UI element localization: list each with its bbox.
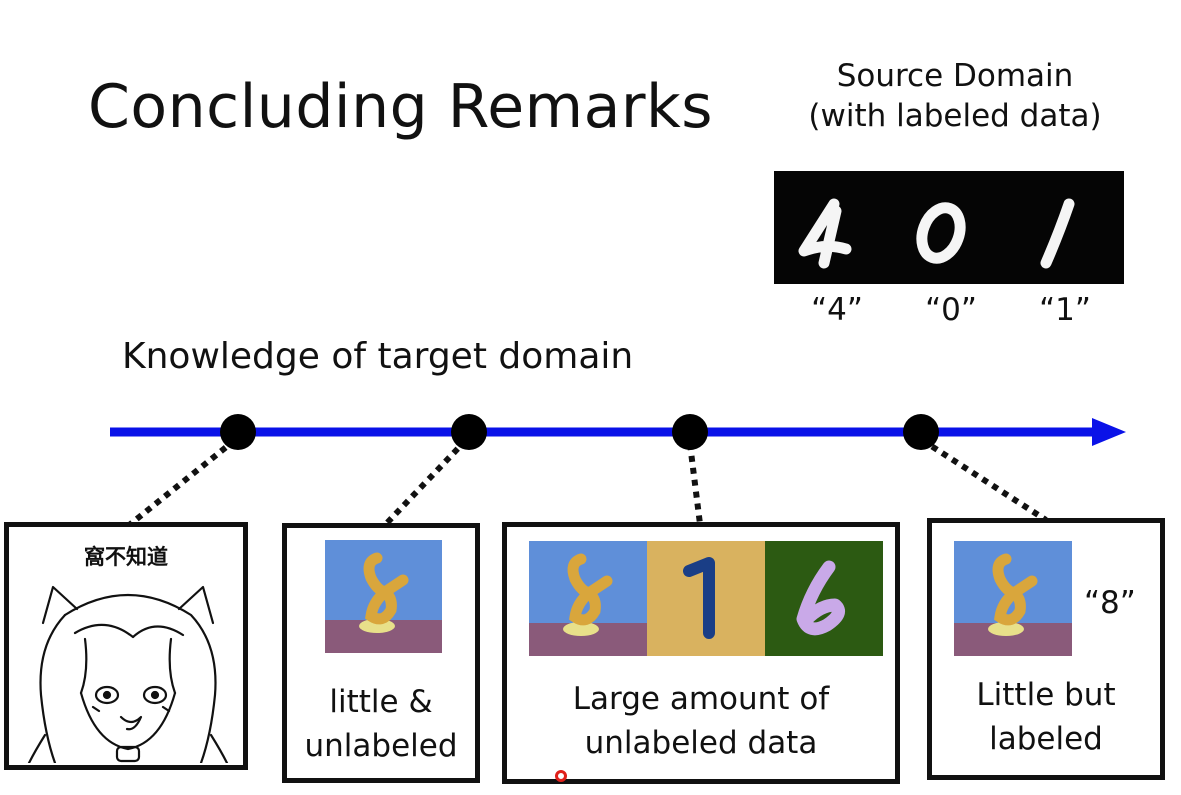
source-domain-line2: (with labeled data) [808,98,1102,134]
digit-8-image [954,553,1072,656]
slide-title: Concluding Remarks [88,72,714,142]
box3-text: Large amount of unlabeled data [507,677,895,765]
axis-point-2 [451,414,487,450]
digit-6-image [796,560,846,636]
sample-label-8: “8” [1084,585,1136,621]
connector-4 [920,437,1048,523]
box3-line1: Large amount of [572,681,830,717]
pointer-cursor-icon [555,770,567,782]
axis-point-1 [220,414,256,450]
box2-text: little & unlabeled [287,680,475,768]
mnist-digits-drawing [798,198,1075,269]
box4-line1: Little but [976,677,1116,713]
digit-label-0: “0” [925,292,977,328]
box3-line2: unlabeled data [584,725,818,761]
connector-1 [126,437,237,529]
connector-2 [383,437,469,527]
box-little-unlabeled: little & unlabeled [282,523,480,783]
digit-8-image [325,552,442,653]
digit-8-image [529,553,647,656]
box-little-labeled: “8” Little but labeled [927,518,1165,780]
digit-4-stroke [798,198,852,269]
source-domain-title: Source Domain (with labeled data) [790,56,1120,136]
box2-line1: little & [329,684,433,720]
unlabeled-tile-3 [765,541,883,656]
box2-line2: unlabeled [304,728,458,764]
axis-point-4 [903,414,939,450]
cartoon-caption: 窩不知道 [84,545,168,569]
box-no-knowledge: 窩不知道 [4,522,248,770]
digit-label-4: “4” [811,292,863,328]
target-sample-tile [325,540,442,653]
axis-point-3 [672,414,708,450]
unlabeled-tile-1 [529,541,647,656]
mnist-digits-image [774,171,1124,284]
connector-3 [687,443,703,525]
cartoon-face-icon [27,585,229,763]
source-domain-line1: Source Domain [836,58,1074,94]
box4-line2: labeled [989,721,1103,757]
digit-1-image [683,557,715,639]
box4-text: Little but labeled [932,673,1160,761]
knowledge-axis-arrowhead [1092,418,1126,446]
box-large-unlabeled: Large amount of unlabeled data [502,522,900,784]
digit-label-1: “1” [1039,292,1091,328]
digit-0-stroke [916,202,966,264]
axis-label: Knowledge of target domain [122,336,634,377]
digit-1-stroke [1040,198,1075,269]
unlabeled-tile-2 [647,541,765,656]
labeled-sample-tile [954,541,1072,656]
